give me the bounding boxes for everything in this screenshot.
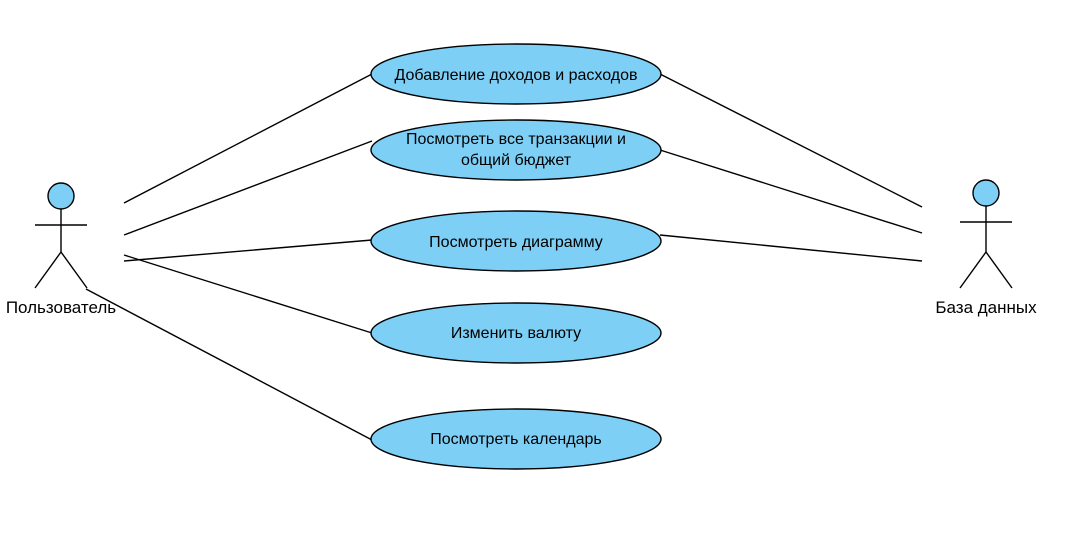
use-case-view-transactions[interactable] <box>370 119 662 181</box>
actor-database-head <box>972 179 1000 207</box>
actor-user-figure[interactable] <box>34 182 88 289</box>
use-case-label-view-chart: Посмотреть диаграмму <box>429 233 603 251</box>
association-user-view-calendar <box>85 288 373 441</box>
use-case-view-chart[interactable] <box>370 210 662 272</box>
association-user-view-transactions <box>123 140 373 236</box>
actor-database-label: База данных <box>935 298 1037 317</box>
use-case-view-calendar[interactable] <box>370 408 662 470</box>
use-case-label-change-currency: Изменить валюту <box>450 324 582 342</box>
association-user-change-currency <box>123 254 373 334</box>
use-case-label-view-transactions: Посмотреть все транзакции и общий бюджет <box>406 131 626 169</box>
association-user-view-chart <box>123 239 373 262</box>
use-case-label-view-calendar: Посмотреть календарь <box>430 430 602 448</box>
actor-user-label: Пользователь <box>5 298 117 317</box>
association-database-view-chart <box>659 234 923 262</box>
association-database-add-income-expense <box>659 73 923 208</box>
association-database-view-transactions <box>659 149 923 234</box>
use-case-label-add-income-expense: Добавление доходов и расходов <box>394 66 638 84</box>
use-case-change-currency[interactable] <box>370 302 662 364</box>
association-user-add-income-expense <box>123 73 373 204</box>
actor-database-figure[interactable] <box>959 179 1013 289</box>
actor-user-head <box>47 182 75 210</box>
use-case-add-income-expense[interactable] <box>370 43 662 105</box>
